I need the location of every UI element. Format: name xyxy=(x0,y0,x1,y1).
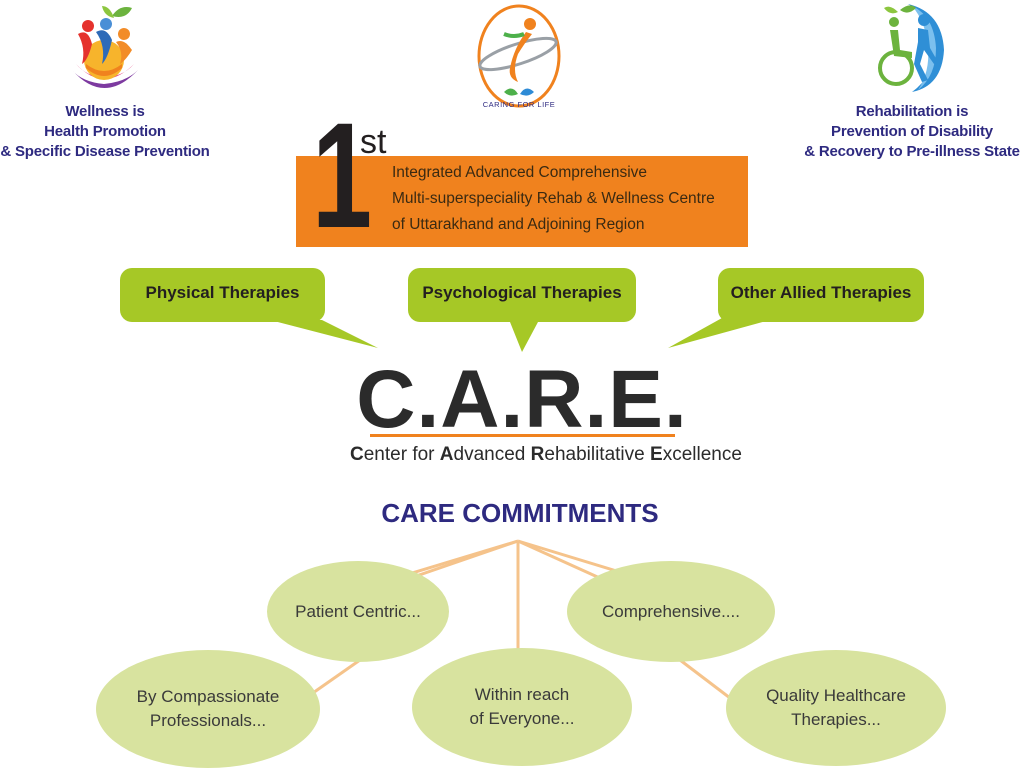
tagline-line: Wellness is xyxy=(65,103,145,120)
commitment-line: Professionals... xyxy=(149,711,267,730)
care-expansion: Center for Advanced Rehabilitative Excel… xyxy=(350,441,742,469)
rehabilitation-wheelchair-runner-icon xyxy=(872,2,956,94)
bubble-tail xyxy=(270,320,378,348)
commitment-line: Within reach xyxy=(474,685,570,704)
commitment-line: Patient Centric... xyxy=(295,601,421,621)
bubble-label: Physical Therapies xyxy=(145,283,300,302)
care-initial: C xyxy=(350,444,364,465)
banner-description: Integrated Advanced Comprehensive Multi-… xyxy=(392,160,715,238)
care-initial: R xyxy=(530,444,545,465)
banner-line: of Uttarakhand and Adjoining Region xyxy=(392,216,645,233)
commitment-patient-centric: Patient Centric... xyxy=(267,561,449,662)
tagline-line: & Recovery to Pre-illness State xyxy=(804,143,1020,160)
care-initial: E xyxy=(650,444,663,465)
commitment-line: Comprehensive.... xyxy=(602,601,740,621)
rehabilitation-tagline: Rehabilitation is Prevention of Disabili… xyxy=(800,102,1024,162)
commitment-line: By Compassionate xyxy=(136,687,280,706)
banner-line: Integrated Advanced Comprehensive xyxy=(392,164,648,181)
physical-therapies-bubble: Physical Therapies xyxy=(120,268,325,322)
commitment-line: Therapies... xyxy=(791,710,881,729)
banner-line: Multi-superspeciality Rehab & Wellness C… xyxy=(392,190,715,207)
connector-line xyxy=(679,658,731,700)
tagline-line: Health Promotion xyxy=(44,123,166,140)
wellness-people-icon xyxy=(64,4,144,96)
care-word: xcellence xyxy=(662,444,742,465)
commitment-within-reach: Within reach of Everyone... xyxy=(412,648,632,766)
logo-caption: CARING FOR LIFE xyxy=(482,100,556,109)
commitments-title: CARE COMMITMENTS xyxy=(381,498,659,528)
bubble-tail xyxy=(668,318,770,348)
commitment-comprehensive: Comprehensive.... xyxy=(567,561,775,662)
rank-suffix: st xyxy=(360,123,387,161)
commitment-quality-healthcare: Quality Healthcare Therapies... xyxy=(726,650,946,766)
tagline-line: Rehabilitation is xyxy=(855,103,969,120)
other-allied-therapies-bubble: Other Allied Therapies xyxy=(718,268,924,322)
connector-line xyxy=(309,658,361,697)
care-word: ehabilitative xyxy=(544,444,650,465)
wellness-tagline: Wellness is Health Promotion & Specific … xyxy=(0,102,210,162)
care-divider xyxy=(370,434,675,437)
psychological-therapies-bubble: Psychological Therapies xyxy=(408,268,636,322)
tagline-line: & Specific Disease Prevention xyxy=(0,143,210,160)
first-centre-banner xyxy=(296,156,748,247)
care-word: enter for xyxy=(363,444,440,465)
bubble-label: Other Allied Therapies xyxy=(730,283,912,302)
tagline-line: Prevention of Disability xyxy=(831,123,993,140)
commitment-compassionate-professionals: By Compassionate Professionals... xyxy=(96,650,320,768)
commitment-line: of Everyone... xyxy=(469,709,575,728)
rank-number: 1 xyxy=(312,91,372,259)
caring-for-life-logo: CARING FOR LIFE xyxy=(474,4,564,116)
bubble-tail xyxy=(510,322,538,352)
care-initial: A xyxy=(439,444,454,465)
care-word: dvanced xyxy=(453,444,531,465)
care-title: C.A.R.E. xyxy=(356,354,688,445)
commitment-line: Quality Healthcare xyxy=(766,686,906,705)
bubble-label: Psychological Therapies xyxy=(422,283,622,302)
